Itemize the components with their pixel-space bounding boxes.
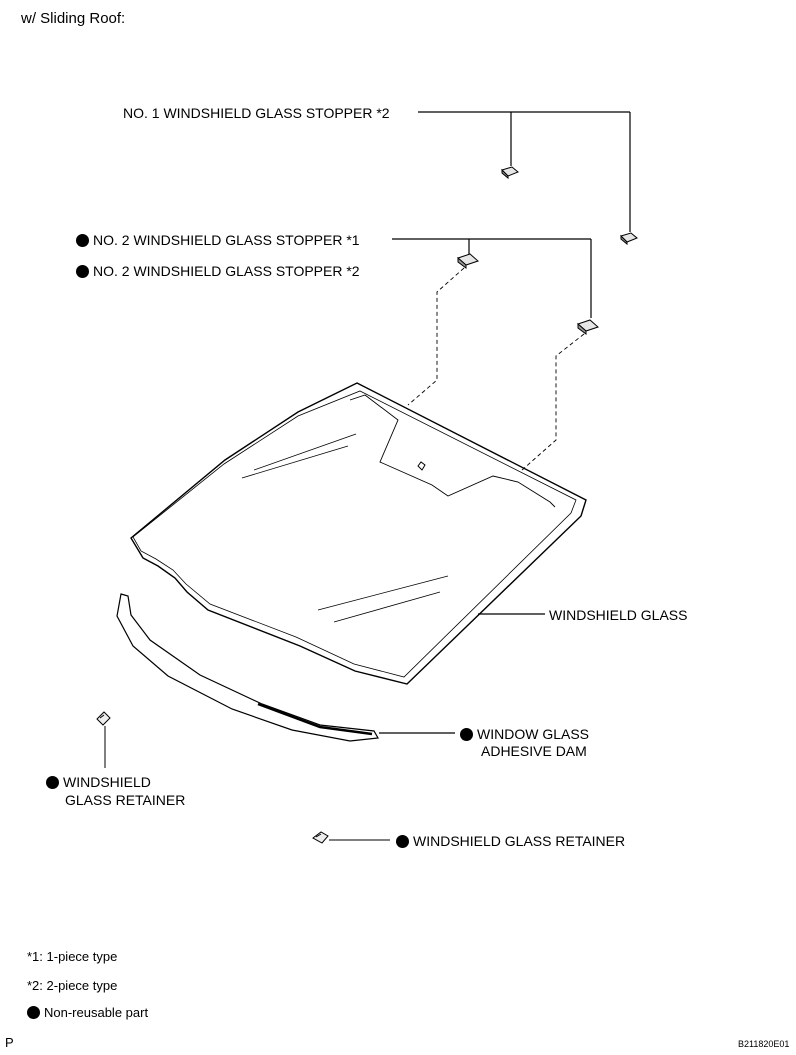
label-retainer-lower: WINDSHIELD GLASS RETAINER bbox=[396, 833, 625, 850]
label-adhesive-dam: WINDOW GLASS bbox=[460, 726, 589, 743]
label-retainer-lower-text: WINDSHIELD GLASS RETAINER bbox=[413, 833, 626, 849]
leader-no2-stopper bbox=[392, 238, 592, 318]
label-no2-stopper-2piece: NO. 2 WINDSHIELD GLASS STOPPER *2 bbox=[76, 263, 360, 280]
figure-code: B211820E01 bbox=[738, 1039, 790, 1049]
no2-stopper-part bbox=[457, 253, 479, 269]
no1-stopper-part bbox=[620, 232, 638, 246]
footer-left-mark: P bbox=[5, 1035, 14, 1050]
non-reusable-dot-icon bbox=[460, 728, 473, 741]
label-adhesive-dam-line2: ADHESIVE DAM bbox=[481, 743, 587, 759]
legend-non-reusable: Non-reusable part bbox=[27, 1004, 148, 1021]
windshield-glass-part bbox=[130, 382, 587, 685]
label-no2-stopper-2piece-text: NO. 2 WINDSHIELD GLASS STOPPER *2 bbox=[93, 263, 360, 279]
label-windshield-glass: WINDSHIELD GLASS bbox=[549, 607, 688, 623]
leader-no1-stopper bbox=[418, 111, 631, 232]
label-no1-stopper-2piece: NO. 1 WINDSHIELD GLASS STOPPER *2 bbox=[123, 105, 390, 121]
legend-note-1piece: *1: 1-piece type bbox=[27, 949, 118, 964]
installation-guide-dashed bbox=[407, 267, 585, 471]
label-adhesive-dam-line1: WINDOW GLASS bbox=[477, 726, 590, 742]
legend-non-reusable-text: Non-reusable part bbox=[44, 1005, 149, 1020]
label-no2-stopper-1piece-text: NO. 2 WINDSHIELD GLASS STOPPER *1 bbox=[93, 232, 360, 248]
label-retainer-left-line1: WINDSHIELD bbox=[63, 774, 151, 790]
non-reusable-dot-icon bbox=[76, 234, 89, 247]
retainer-left-part bbox=[96, 711, 111, 768]
page-title: w/ Sliding Roof: bbox=[21, 10, 126, 27]
retainer-lower-part bbox=[312, 831, 390, 844]
no2-stopper-part bbox=[577, 319, 599, 335]
non-reusable-dot-icon bbox=[76, 265, 89, 278]
no1-stopper-part bbox=[501, 166, 519, 180]
label-no2-stopper-1piece: NO. 2 WINDSHIELD GLASS STOPPER *1 bbox=[76, 232, 360, 249]
legend-note-2piece: *2: 2-piece type bbox=[27, 978, 118, 993]
adhesive-dam-part bbox=[116, 593, 379, 742]
non-reusable-dot-icon bbox=[396, 835, 409, 848]
non-reusable-dot-icon bbox=[46, 776, 59, 789]
non-reusable-dot-icon bbox=[27, 1006, 40, 1019]
label-retainer-left-line2: GLASS RETAINER bbox=[65, 792, 186, 808]
label-retainer-left: WINDSHIELD bbox=[46, 774, 151, 791]
